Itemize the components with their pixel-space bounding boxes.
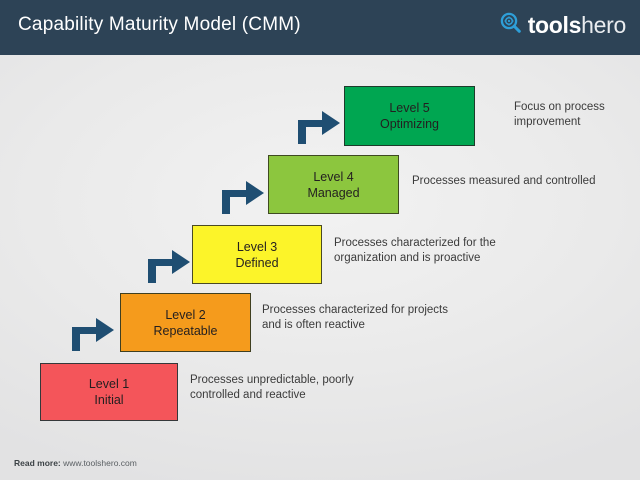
footer-read-more: Read more: www.toolshero.com: [14, 458, 137, 469]
level-4-title: Managed: [307, 185, 360, 200]
elbow-arrow-up-right-icon: [146, 245, 192, 290]
maturity-level-block-1: Level 1 Initial: [40, 363, 178, 421]
logo-word-hero: hero: [581, 11, 626, 38]
footer-url[interactable]: www.toolshero.com: [63, 458, 137, 468]
level-1-title: Initial: [94, 393, 124, 407]
level-5-title: Optimizing: [379, 117, 440, 131]
level-5-description: Focus on process improvement: [514, 101, 605, 128]
elbow-arrow-up-right-icon: [296, 106, 342, 151]
level-1-description: Processes unpredictable, poorly controll…: [190, 374, 354, 401]
maturity-level-block-3: Level 3 Defined: [192, 225, 322, 284]
level-3-description: Processes characterized for the organiza…: [334, 237, 496, 264]
level-3-name: Level 3: [236, 239, 278, 254]
elbow-arrow-up-right-icon: [70, 313, 116, 358]
level-2-description: Processes characterized for projects and…: [262, 304, 448, 331]
level-1-name: Level 1: [88, 377, 130, 391]
slide-header: Capability Maturity Model (CMM) toolsh: [0, 0, 640, 55]
level-3-title: Defined: [235, 255, 279, 270]
level-4-description: Processes measured and controlled: [412, 175, 596, 187]
maturity-level-block-4: Level 4 Managed: [268, 155, 399, 214]
elbow-arrow-up-right-icon: [220, 176, 266, 221]
maturity-level-block-2: Level 2 Repeatable: [120, 293, 251, 352]
page-title: Capability Maturity Model (CMM): [18, 14, 301, 35]
logo-word-tools: tools: [527, 11, 582, 38]
magnifier-gear-icon: [500, 12, 521, 38]
level-2-name: Level 2: [165, 307, 206, 322]
footer-label: Read more:: [14, 458, 61, 468]
logo-wordmark: toolshero: [527, 11, 627, 38]
level-5-name: Level 5: [389, 101, 430, 115]
toolshero-logo: toolshero: [500, 12, 626, 38]
level-4-name: Level 4: [313, 169, 354, 184]
maturity-level-block-5: Level 5 Optimizing: [344, 86, 475, 146]
level-2-title: Repeatable: [153, 323, 218, 338]
